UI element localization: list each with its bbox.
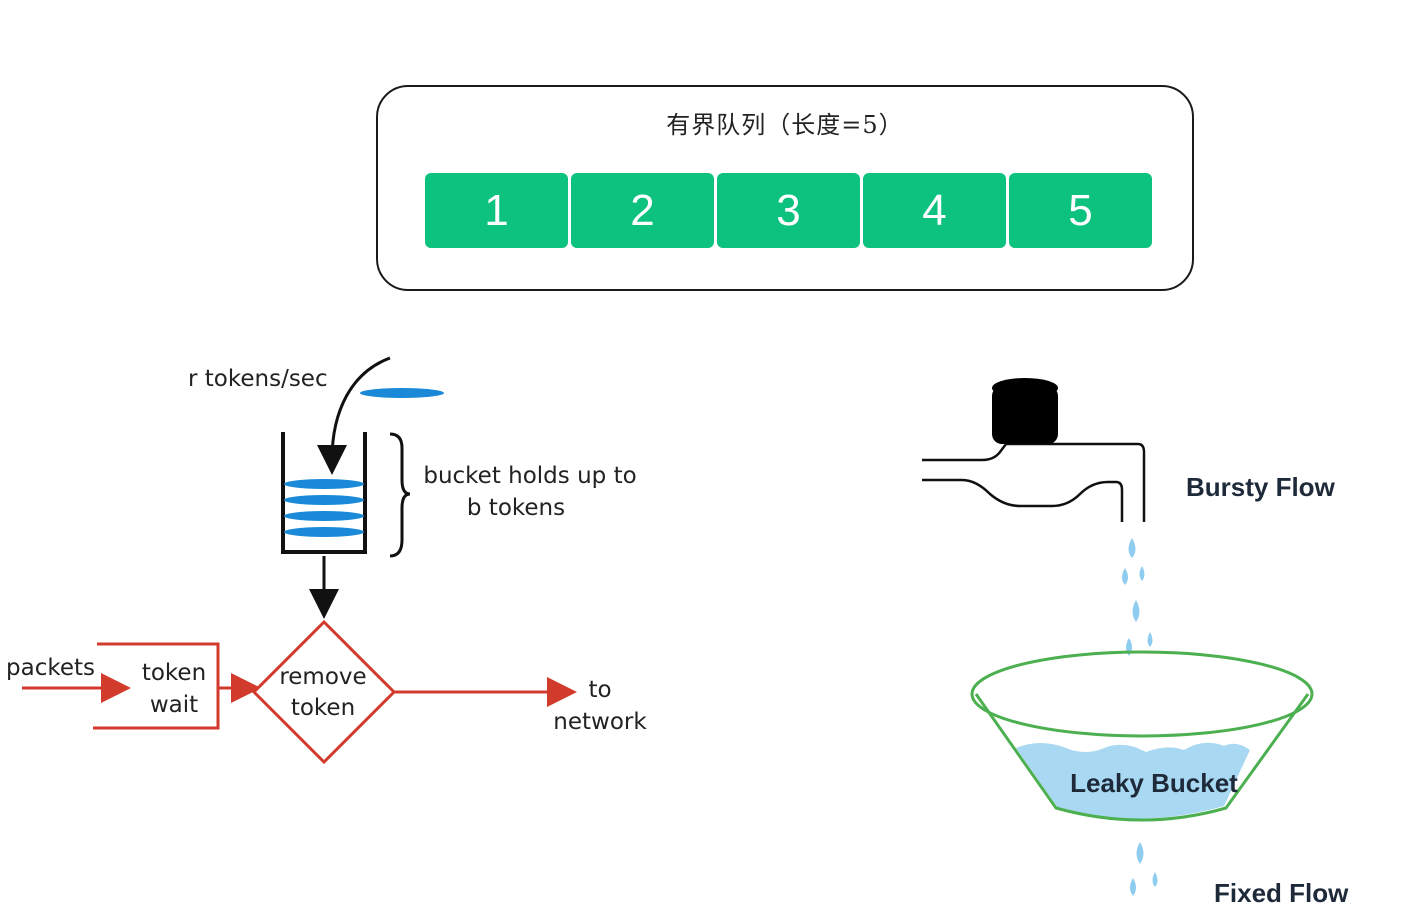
to-network-label-2: network: [553, 709, 647, 735]
bucket-capacity-label-2: b tokens: [467, 495, 565, 521]
token-wait-queue: [93, 642, 220, 730]
queue-cell: 4: [863, 173, 1006, 248]
fixed-drops: [1130, 842, 1158, 896]
bounded-queue-frame: 有界队列（长度=5） 1 2 3 4 5: [376, 85, 1194, 291]
token-bucket-diagram: r tokens/sec bucket holds up to b tokens…: [6, 356, 647, 765]
queue-cell: 2: [571, 173, 714, 248]
water-drop-icon: [1132, 600, 1140, 622]
bounded-queue-title: 有界队列（长度=5）: [666, 111, 904, 139]
water-drop-icon: [1128, 538, 1136, 558]
token-icon: [284, 479, 364, 489]
remove-token-diamond: [251, 619, 397, 765]
fixed-flow-label: Fixed Flow: [1214, 878, 1349, 908]
leaky-bucket-icon: [974, 693, 1310, 822]
bursty-flow-label: Bursty Flow: [1186, 472, 1336, 502]
queue-cell: 5: [1009, 173, 1152, 248]
token-wait-label: token: [142, 660, 206, 686]
token-bucket-icon: [281, 432, 367, 554]
to-network-label: to: [588, 677, 611, 703]
faucet-pipe-lower: [922, 478, 1124, 522]
capacity-brace-icon: [389, 432, 411, 558]
queue-cell: 1: [425, 173, 568, 248]
rate-label: r tokens/sec: [188, 366, 328, 392]
packets-label: packets: [6, 655, 95, 681]
token-icon: [284, 527, 364, 537]
remove-token-label: remove: [279, 664, 366, 690]
faucet-valve-icon: [992, 386, 1058, 444]
bucket-water: [1016, 742, 1250, 819]
water-drop-icon: [1147, 632, 1153, 647]
faucet-valve-top: [992, 378, 1058, 398]
remove-token-label-2: token: [291, 695, 355, 721]
queue-cells: 1 2 3 4 5: [425, 173, 1152, 248]
incoming-token-icon: [360, 388, 444, 398]
token-icon: [284, 511, 364, 521]
bucket-rim: [970, 650, 1314, 738]
water-drop-icon: [1139, 566, 1145, 581]
token-icon: [284, 495, 364, 505]
water-drop-icon: [1122, 568, 1128, 585]
water-drop-icon: [1152, 872, 1158, 887]
token-arrival-arrow: [317, 356, 391, 475]
leaky-bucket-label: Leaky Bucket: [1070, 768, 1238, 798]
token-wait-label-2: wait: [150, 692, 198, 718]
bucket-capacity-label: bucket holds up to: [423, 463, 636, 489]
bursty-drops: [1122, 538, 1153, 656]
water-drop-icon: [1130, 878, 1136, 896]
queue-cell: 3: [717, 173, 860, 248]
water-drop-icon: [1136, 842, 1144, 864]
leaky-bucket-diagram: Bursty Flow Leaky Bucket Fixed Flow: [922, 378, 1349, 908]
